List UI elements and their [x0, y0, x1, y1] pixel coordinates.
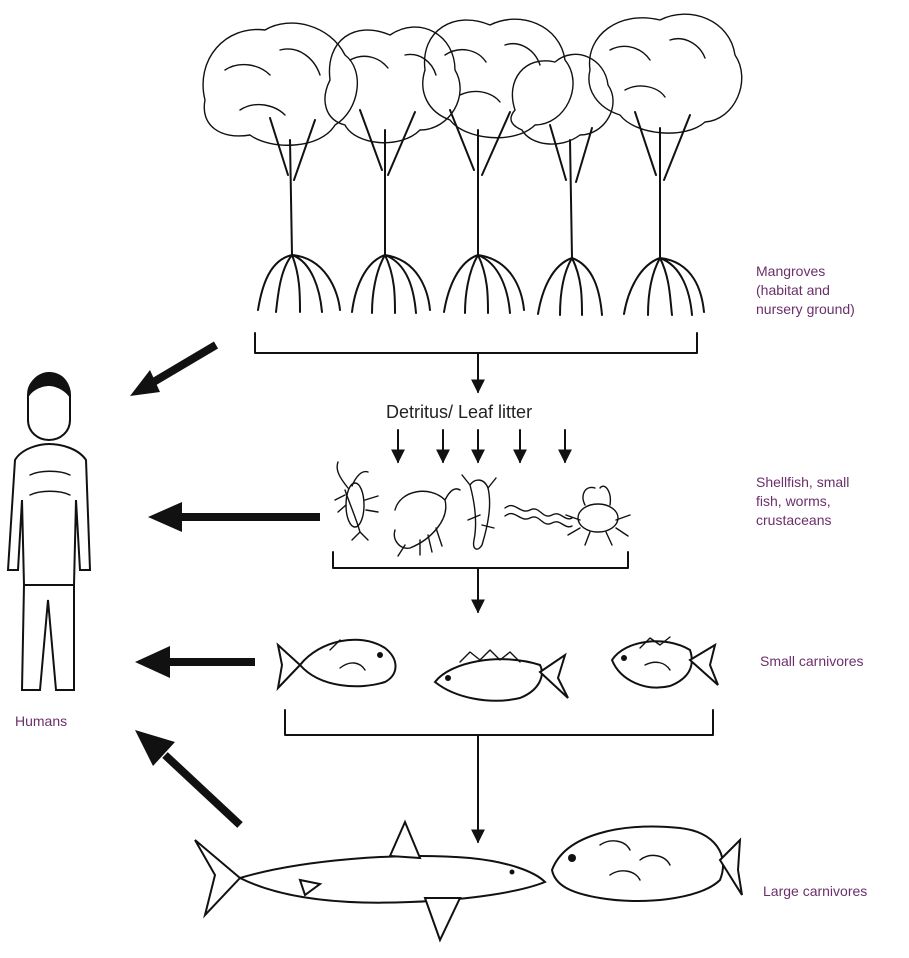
human-figure-icon [8, 372, 90, 690]
mangrove-bracket [255, 333, 697, 353]
label-detritus: Detritus/ Leaf litter [386, 402, 532, 423]
mangrove-tree-icon [589, 14, 742, 315]
label-large-carnivores: Large carnivores [763, 882, 908, 901]
shrimp-icon [394, 489, 460, 556]
mangrove-tree-icon [325, 27, 460, 313]
mangrove-tree-icon [423, 19, 573, 313]
fish-icon [612, 637, 718, 688]
worm-icon [505, 506, 572, 527]
shark-icon [195, 822, 545, 940]
mangrove-tree-icon [511, 54, 613, 315]
lobster-icon [335, 462, 378, 540]
fish-icon [435, 650, 568, 701]
prawn-icon [462, 475, 496, 549]
label-humans: Humans [15, 712, 95, 731]
mangrove-trees [203, 14, 742, 315]
arrow-large-carnivores-to-humans [165, 755, 240, 825]
grouper-icon [552, 827, 742, 901]
detritus-arrows [398, 430, 565, 462]
mangrove-tree-icon [203, 23, 357, 312]
fish-icon [278, 640, 396, 688]
crab-icon [566, 486, 630, 545]
shellfish-bracket [333, 552, 628, 568]
label-small-carnivores: Small carnivores [760, 652, 905, 671]
small-carnivores-bracket [285, 710, 713, 735]
label-shellfish: Shellfish, small fish, worms, crustacean… [756, 473, 906, 530]
label-mangroves: Mangroves (habitat and nursery ground) [756, 262, 906, 319]
